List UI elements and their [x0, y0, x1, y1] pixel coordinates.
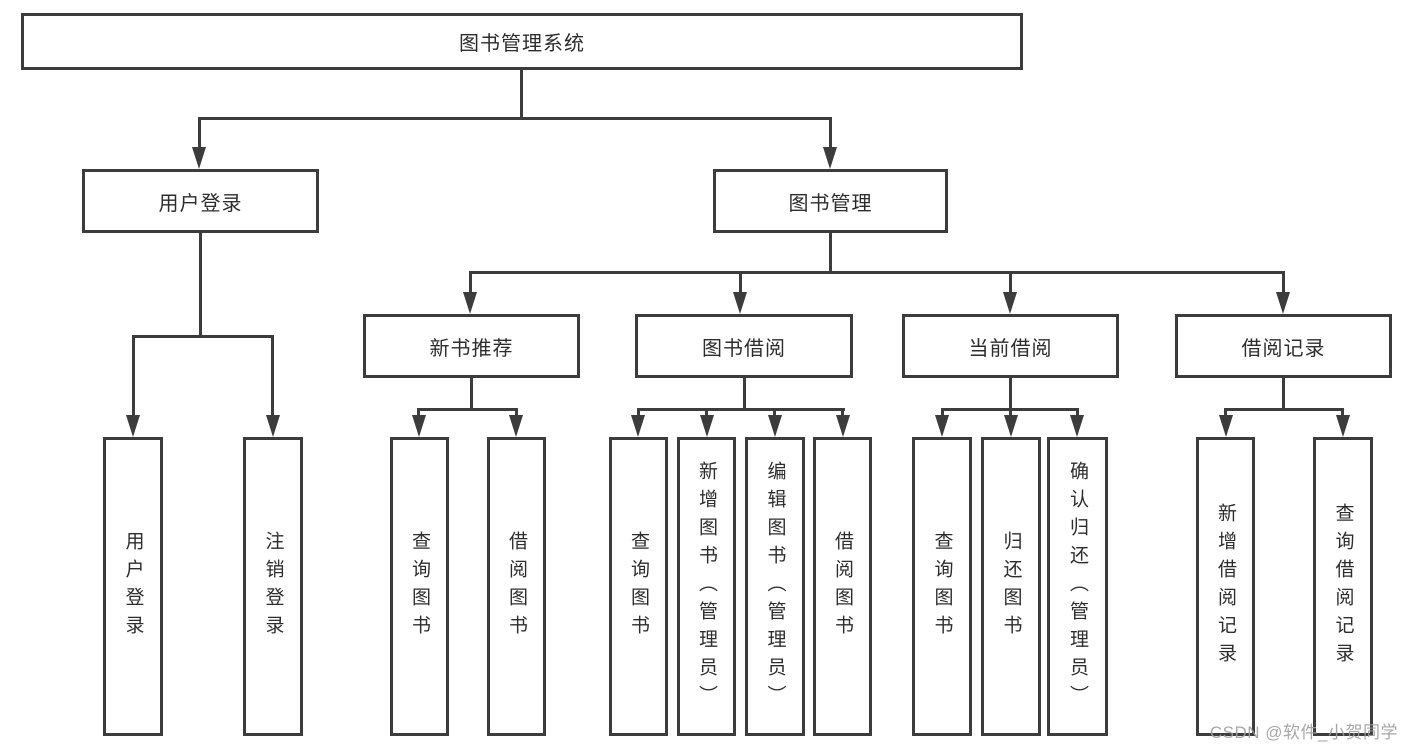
node-user-login: 用户登录: [82, 169, 319, 233]
connector-line: [1076, 408, 1079, 420]
connector-line: [470, 378, 473, 411]
arrow-down-icon: [631, 415, 645, 437]
connector-line: [1282, 271, 1285, 296]
node-book-borrowing: 图书借阅: [635, 314, 853, 378]
connector-line: [1224, 408, 1344, 411]
node-borrowing-records: 借阅记录: [1175, 314, 1392, 378]
connector-line: [739, 271, 742, 296]
node-confirm-return-admin: 确认归还（管理员）: [1047, 437, 1108, 736]
connector-line: [773, 408, 776, 420]
arrow-down-icon: [733, 292, 747, 314]
connector-line: [1341, 408, 1344, 420]
node-query-books-borrowing: 查询图书: [609, 437, 668, 736]
node-query-books-current: 查询图书: [912, 437, 972, 736]
arrow-down-icon: [700, 415, 714, 437]
connector-line: [637, 408, 845, 411]
node-library-management-system: 图书管理系统: [21, 13, 1023, 70]
node-new-book-recommendation: 新书推荐: [363, 314, 580, 378]
connector-line: [829, 117, 832, 149]
connector-line: [132, 335, 274, 338]
arrow-down-icon: [1219, 415, 1233, 437]
connector-line: [515, 408, 518, 420]
node-logout: 注销登录: [243, 437, 303, 736]
connector-line: [198, 117, 832, 120]
arrow-down-icon: [1336, 415, 1350, 437]
connector-line: [469, 271, 472, 296]
arrow-down-icon: [412, 415, 426, 437]
connector-line: [1282, 378, 1285, 411]
connector-line: [418, 408, 518, 411]
node-return-books: 归还图书: [981, 437, 1041, 736]
connector-line: [705, 408, 708, 420]
arrow-down-icon: [935, 415, 949, 437]
node-borrow-books-recommend: 借阅图书: [487, 437, 546, 736]
arrow-down-icon: [126, 415, 140, 437]
arrow-down-icon: [463, 292, 477, 314]
node-user-login-leaf: 用户登录: [103, 437, 163, 736]
arrow-down-icon: [266, 415, 280, 437]
arrow-down-icon: [192, 147, 206, 169]
connector-line: [1009, 408, 1012, 420]
node-current-borrowing: 当前借阅: [902, 314, 1119, 378]
arrow-down-icon: [823, 147, 837, 169]
connector-line: [1009, 271, 1012, 296]
connector-line: [637, 408, 640, 420]
node-borrow-books-borrowing: 借阅图书: [813, 437, 872, 736]
connector-line: [1224, 408, 1227, 420]
node-book-management: 图书管理: [713, 169, 948, 233]
connector-line: [199, 233, 202, 337]
connector-line: [198, 117, 201, 149]
arrow-down-icon: [1276, 292, 1290, 314]
connector-line: [520, 70, 523, 118]
connector-line: [829, 233, 832, 273]
watermark-text: CSDN @软件_小贺同学: [1209, 723, 1398, 742]
connector-line: [132, 335, 135, 418]
connector-line: [941, 408, 944, 420]
connector-line: [743, 378, 746, 411]
connector-line: [1009, 378, 1012, 411]
node-add-books-admin: 新增图书（管理员）: [677, 437, 736, 736]
arrow-down-icon: [509, 415, 523, 437]
node-query-books-recommend: 查询图书: [390, 437, 449, 736]
connector-line: [841, 408, 844, 420]
arrow-down-icon: [1004, 415, 1018, 437]
connector-line: [417, 408, 420, 420]
connector-line: [271, 335, 274, 418]
node-query-borrow-record: 查询借阅记录: [1313, 437, 1373, 736]
node-add-borrow-record: 新增借阅记录: [1196, 437, 1255, 736]
arrow-down-icon: [1070, 415, 1084, 437]
node-edit-books-admin: 编辑图书（管理员）: [745, 437, 805, 736]
arrow-down-icon: [768, 415, 782, 437]
connector-line: [469, 271, 1285, 274]
arrow-down-icon: [836, 415, 850, 437]
arrow-down-icon: [1003, 292, 1017, 314]
